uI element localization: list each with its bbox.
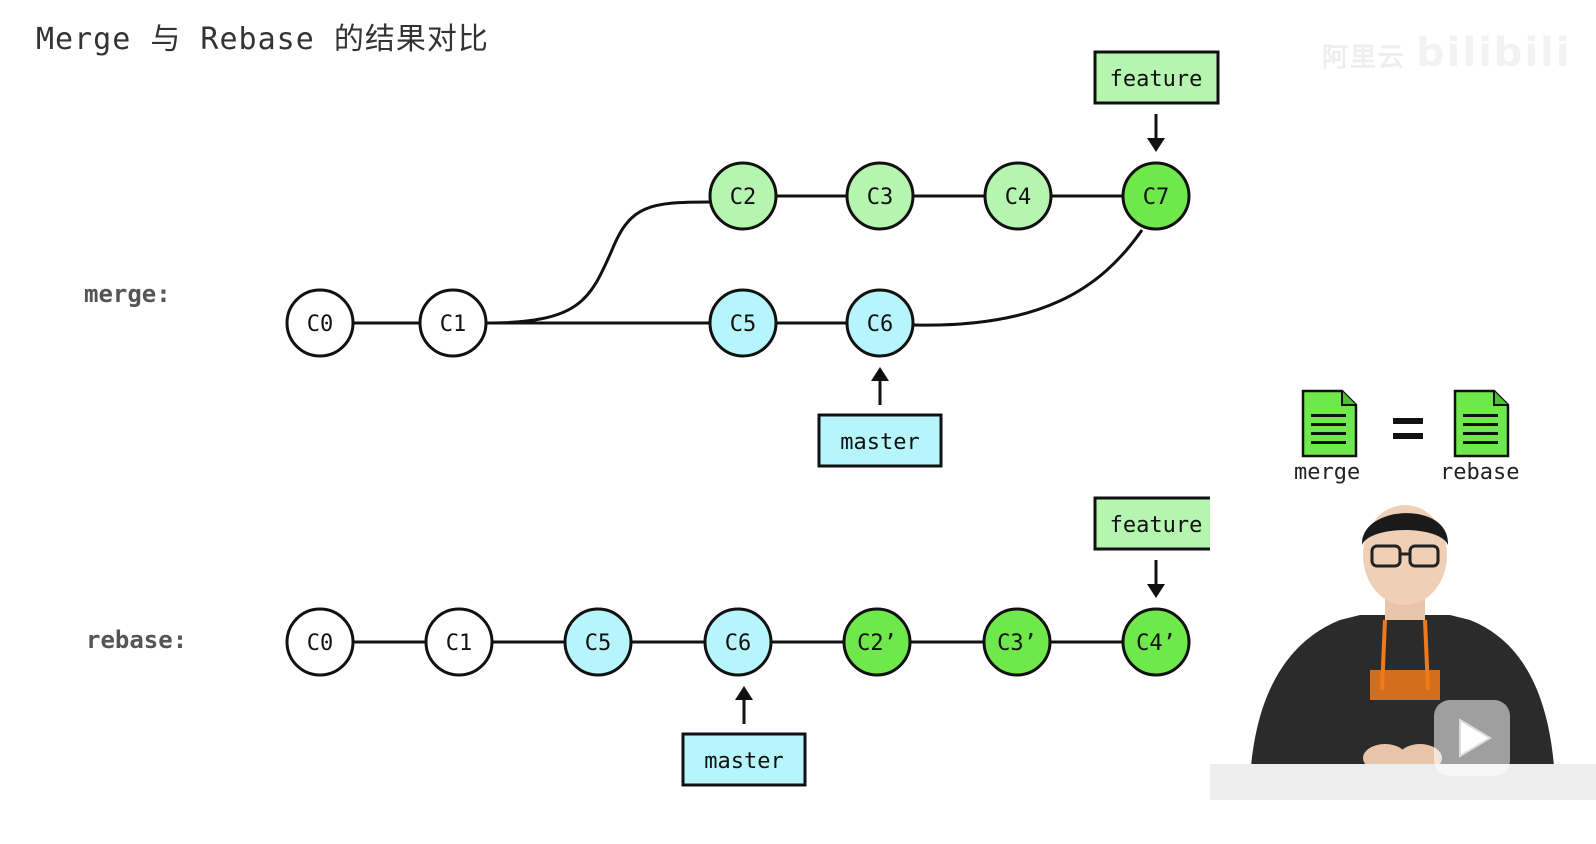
legend-rebase-caption: rebase — [1440, 460, 1520, 485]
presenter-video — [1210, 490, 1596, 800]
commit-c1[interactable]: C1 — [424, 607, 494, 677]
rebase-commits: C0 C1 C5 C6 C2’ C3’ C4’ — [285, 607, 1191, 677]
presenter-figure — [1210, 490, 1596, 800]
commit-label: C3’ — [997, 631, 1037, 656]
play-icon-glyph — [1459, 718, 1492, 758]
watermark-text: 阿里云 — [1322, 43, 1407, 73]
legend-rebase-document-icon — [1453, 389, 1510, 458]
commit-c7[interactable]: C7 — [1121, 161, 1191, 231]
commit-node — [703, 607, 773, 677]
commit-c0[interactable]: C0 — [285, 288, 355, 358]
arrow-head-icon — [1147, 584, 1165, 598]
rebase-master-pointer[interactable]: master — [681, 686, 807, 787]
commit-label: C0 — [307, 631, 334, 656]
branch-label-box — [681, 732, 807, 787]
commit-c6[interactable]: C6 — [703, 607, 773, 677]
merge-feature-pointer[interactable]: feature — [1093, 50, 1220, 152]
commit-c4[interactable]: C4 — [983, 161, 1053, 231]
commit-label: C2 — [730, 185, 757, 210]
merge-commits: C0 C1 C2 C3 C4 C7 C5 C6 — [285, 161, 1191, 358]
branch-label-text: master — [704, 749, 783, 774]
commit-c6[interactable]: C6 — [845, 288, 915, 358]
commit-node — [982, 607, 1052, 677]
commit-c1[interactable]: C1 — [418, 288, 488, 358]
commit-node — [285, 288, 355, 358]
commit-c2-prime[interactable]: C2’ — [842, 607, 912, 677]
commit-c2[interactable]: C2 — [708, 161, 778, 231]
legend-equals-sign — [1393, 418, 1423, 439]
commit-c4-prime[interactable]: C4’ — [1121, 607, 1191, 677]
branch-label-text: master — [840, 430, 919, 455]
branch-label-box — [1093, 496, 1220, 551]
branch-label-box — [817, 413, 943, 468]
merge-master-pointer[interactable]: master — [817, 367, 943, 468]
commit-node — [418, 288, 488, 358]
branch-label-box — [1093, 50, 1220, 105]
commit-label: C0 — [307, 312, 334, 337]
commit-label: C1 — [440, 312, 467, 337]
arrow-head-icon — [735, 686, 753, 700]
merge-row-label: merge: — [84, 280, 171, 308]
commit-node — [424, 607, 494, 677]
commit-c3[interactable]: C3 — [845, 161, 915, 231]
commit-label: C3 — [867, 185, 894, 210]
rebase-feature-pointer[interactable]: feature — [1093, 496, 1220, 598]
commit-node — [708, 288, 778, 358]
commit-node — [983, 161, 1053, 231]
commit-label: C2’ — [857, 631, 897, 656]
commit-node — [845, 288, 915, 358]
commit-label: C4 — [1005, 185, 1032, 210]
arrow-head-icon — [1147, 138, 1165, 152]
commit-node — [1121, 607, 1191, 677]
branch-label-text: feature — [1110, 513, 1203, 538]
commit-node — [1121, 161, 1191, 231]
commit-c5[interactable]: C5 — [563, 607, 633, 677]
commit-label: C6 — [725, 631, 752, 656]
commit-node — [285, 607, 355, 677]
branch-label-text: feature — [1110, 67, 1203, 92]
commit-label: C1 — [446, 631, 473, 656]
bilibili-logo: bilibili — [1416, 30, 1572, 76]
commit-c5[interactable]: C5 — [708, 288, 778, 358]
page-title: Merge 与 Rebase 的结果对比 — [36, 22, 489, 57]
commit-c0[interactable]: C0 — [285, 607, 355, 677]
edge-c1-c2 — [485, 200, 711, 325]
play-icon[interactable] — [1434, 700, 1510, 776]
commit-label: C6 — [867, 312, 894, 337]
commit-label: C5 — [730, 312, 757, 337]
rebase-row-label: rebase: — [86, 626, 188, 654]
commit-node — [563, 607, 633, 677]
edge-c6-c7 — [912, 229, 1144, 327]
commit-c3-prime[interactable]: C3’ — [982, 607, 1052, 677]
commit-node — [845, 161, 915, 231]
watermark: 阿里云 bilibili — [1322, 30, 1572, 76]
legend-merge-document-icon — [1301, 389, 1358, 458]
merge-graph — [320, 194, 1156, 327]
desk-surface — [1210, 764, 1596, 800]
legend-merge-caption: merge — [1294, 460, 1361, 485]
commit-node — [842, 607, 912, 677]
arrow-head-icon — [871, 367, 889, 381]
commit-label: C5 — [585, 631, 612, 656]
commit-node — [708, 161, 778, 231]
commit-label: C7 — [1143, 185, 1170, 210]
commit-label: C4’ — [1136, 631, 1176, 656]
